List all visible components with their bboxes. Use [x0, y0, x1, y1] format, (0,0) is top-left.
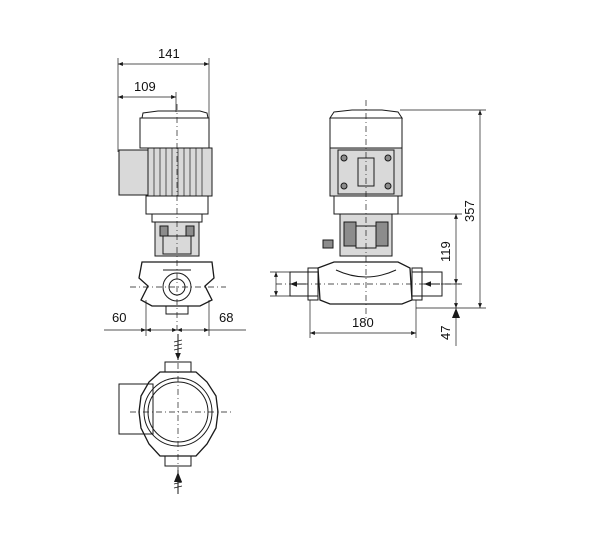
dim-141: 141 [158, 46, 180, 61]
front-dimensions [104, 58, 246, 336]
dim-109: 109 [134, 79, 156, 94]
dim-68: 68 [219, 310, 233, 325]
dim-47: 47 [438, 326, 453, 340]
side-dimensions [270, 109, 486, 346]
dim-119: 119 [438, 241, 453, 262]
dim-60: 60 [112, 310, 126, 325]
top-view [118, 334, 232, 494]
dim-357: 357 [462, 200, 477, 222]
front-view [118, 104, 226, 330]
side-view [276, 100, 460, 320]
dim-180: 180 [352, 315, 374, 330]
